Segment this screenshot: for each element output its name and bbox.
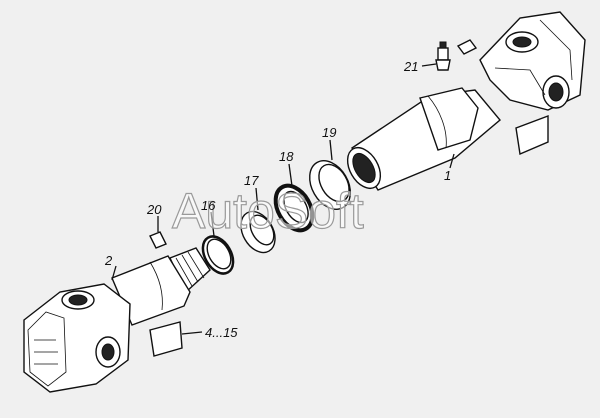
label-part-1: 1 [444, 168, 451, 183]
part-16-snap-ring [201, 235, 235, 275]
part-17-ring [240, 210, 276, 254]
plate-4-15 [149, 321, 183, 357]
part-21-grease-fitting [435, 41, 451, 71]
leader-lines [111, 63, 455, 335]
part-2-spline-yoke [23, 247, 211, 393]
part-19-ring [309, 160, 351, 210]
label-part-20: 20 [146, 202, 162, 217]
watermark-text: AutoSoft [172, 183, 364, 239]
label-part-19: 19 [322, 125, 336, 140]
plate-right [515, 114, 549, 155]
part-1-shaft-tube [346, 11, 586, 191]
label-part-18: 18 [279, 149, 294, 164]
label-part-16: 16 [201, 198, 216, 213]
part-20-lock-plate [149, 231, 167, 249]
label-part-21: 21 [403, 59, 418, 74]
label-part-2: 2 [104, 253, 113, 268]
lock-plate-upper [456, 39, 478, 55]
part-18-seal [273, 183, 315, 233]
label-parts-4-15: 4...15 [205, 325, 238, 340]
label-part-17: 17 [244, 173, 259, 188]
